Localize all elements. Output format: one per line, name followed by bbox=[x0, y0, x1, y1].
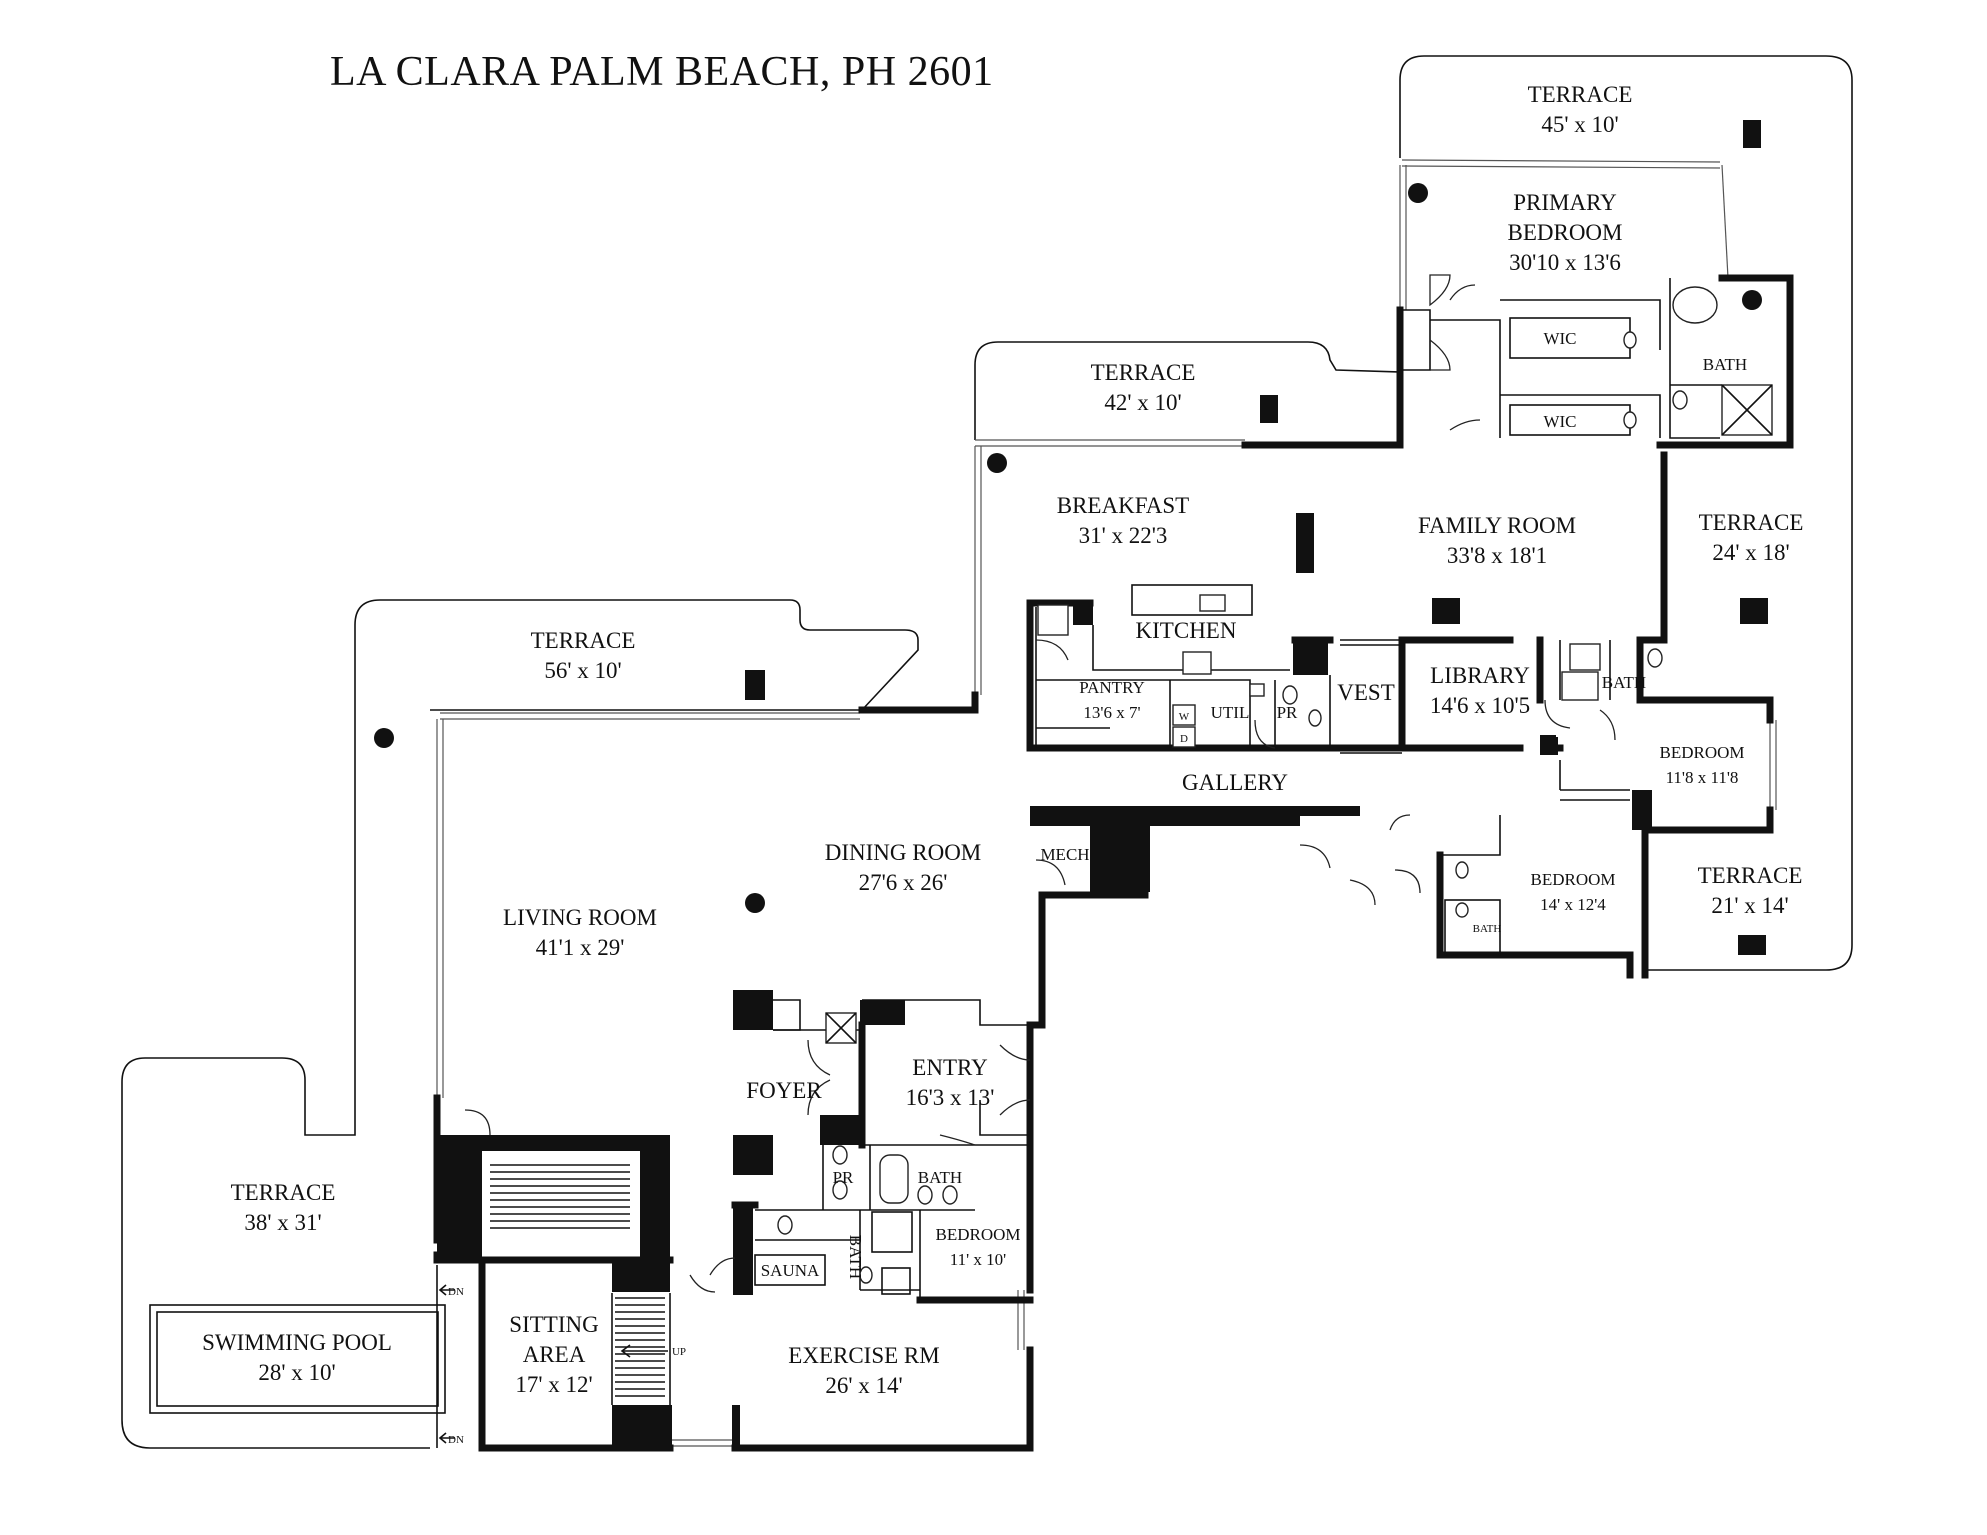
stair-arrows bbox=[438, 1284, 668, 1444]
terrace-right-size: 24' x 18' bbox=[1712, 540, 1789, 565]
pr-lower-label: PR bbox=[833, 1168, 854, 1187]
primary-bedroom-label-2: BEDROOM bbox=[1507, 220, 1622, 245]
bedroom-lower-size: 11' x 10' bbox=[950, 1250, 1007, 1269]
bedroom-lower-label: BEDROOM bbox=[935, 1225, 1020, 1244]
terrace-pool-label: TERRACE bbox=[231, 1180, 336, 1205]
stair-down-marker-1: DN bbox=[448, 1286, 464, 1298]
pantry-label: PANTRY bbox=[1079, 678, 1145, 697]
breakfast-size: 31' x 22'3 bbox=[1079, 523, 1168, 548]
sitting-area-label-2: AREA bbox=[523, 1342, 586, 1367]
terrace-pool-size: 38' x 31' bbox=[244, 1210, 321, 1235]
wic-label-1: WIC bbox=[1543, 329, 1576, 348]
sitting-area-label-1: SITTING bbox=[509, 1312, 598, 1337]
fixtures bbox=[777, 286, 1773, 1284]
bedroom-right-size: 11'8 x 11'8 bbox=[1666, 768, 1739, 787]
library-label: LIBRARY bbox=[1430, 663, 1530, 688]
room-labels: TERRACE 45' x 10' PRIMARY BEDROOM 30'10 … bbox=[202, 82, 1803, 1446]
sauna-label: SAUNA bbox=[761, 1261, 820, 1280]
family-room-size: 33'8 x 18'1 bbox=[1447, 543, 1547, 568]
terrace-left-label: TERRACE bbox=[531, 628, 636, 653]
terrace-mid-size: 42' x 10' bbox=[1104, 390, 1181, 415]
family-room-label: FAMILY ROOM bbox=[1418, 513, 1576, 538]
entry-size: 16'3 x 13' bbox=[906, 1085, 995, 1110]
swimming-pool-label: SWIMMING POOL bbox=[202, 1330, 392, 1355]
terrace-br-size: 21' x 14' bbox=[1711, 893, 1788, 918]
columns bbox=[374, 120, 1768, 1173]
dining-room-size: 27'6 x 26' bbox=[859, 870, 948, 895]
bath-mid-label: BATH bbox=[1473, 923, 1502, 935]
door-swings bbox=[464, 274, 1616, 1293]
terrace-left-size: 56' x 10' bbox=[544, 658, 621, 683]
living-room-size: 41'1 x 29' bbox=[536, 935, 625, 960]
stair-up-marker: UP bbox=[672, 1346, 686, 1358]
gallery-label: GALLERY bbox=[1182, 770, 1288, 795]
terrace-top-label: TERRACE bbox=[1528, 82, 1633, 107]
plan-title: LA CLARA PALM BEACH, PH 2601 bbox=[330, 49, 994, 95]
bath-sauna-label: BATH bbox=[846, 1235, 865, 1279]
bath-right-label: BATH bbox=[1602, 673, 1646, 692]
foyer-label: FOYER bbox=[746, 1078, 822, 1103]
dryer-marker: D bbox=[1180, 733, 1188, 745]
terrace-mid-label: TERRACE bbox=[1091, 360, 1196, 385]
sitting-area-size: 17' x 12' bbox=[515, 1372, 592, 1397]
wic-label-2: WIC bbox=[1543, 412, 1576, 431]
terrace-outlines bbox=[121, 55, 1853, 1449]
terrace-top-size: 45' x 10' bbox=[1541, 112, 1618, 137]
primary-bedroom-size: 30'10 x 13'6 bbox=[1509, 250, 1621, 275]
bedroom-mid-label: BEDROOM bbox=[1530, 870, 1615, 889]
washer-marker: W bbox=[1179, 711, 1190, 723]
terrace-right-label: TERRACE bbox=[1699, 510, 1804, 535]
window-lines bbox=[436, 159, 1777, 1447]
terrace-br-label: TERRACE bbox=[1698, 863, 1803, 888]
primary-bedroom-label-1: PRIMARY bbox=[1513, 190, 1617, 215]
bath-lower-label: BATH bbox=[918, 1168, 962, 1187]
pr-upper-label: PR bbox=[1277, 703, 1298, 722]
vest-label: VEST bbox=[1337, 680, 1395, 705]
exercise-room-label: EXERCISE RM bbox=[788, 1343, 939, 1368]
mech-label: MECH bbox=[1040, 845, 1089, 864]
exercise-room-size: 26' x 14' bbox=[825, 1373, 902, 1398]
entry-label: ENTRY bbox=[912, 1055, 988, 1080]
stair-down-marker-2: DN bbox=[448, 1434, 464, 1446]
kitchen-label: KITCHEN bbox=[1136, 618, 1237, 643]
primary-bath-label: BATH bbox=[1703, 355, 1747, 374]
pantry-size: 13'6 x 7' bbox=[1083, 703, 1140, 722]
library-size: 14'6 x 10'5 bbox=[1430, 693, 1530, 718]
walls bbox=[433, 274, 1794, 1452]
bedroom-right-label: BEDROOM bbox=[1659, 743, 1744, 762]
living-room-label: LIVING ROOM bbox=[503, 905, 657, 930]
dining-room-label: DINING ROOM bbox=[825, 840, 982, 865]
util-label: UTIL bbox=[1211, 703, 1250, 722]
bedroom-mid-size: 14' x 12'4 bbox=[1540, 895, 1606, 914]
stair-treads bbox=[490, 1164, 665, 1397]
swimming-pool-size: 28' x 10' bbox=[258, 1360, 335, 1385]
breakfast-label: BREAKFAST bbox=[1057, 493, 1190, 518]
